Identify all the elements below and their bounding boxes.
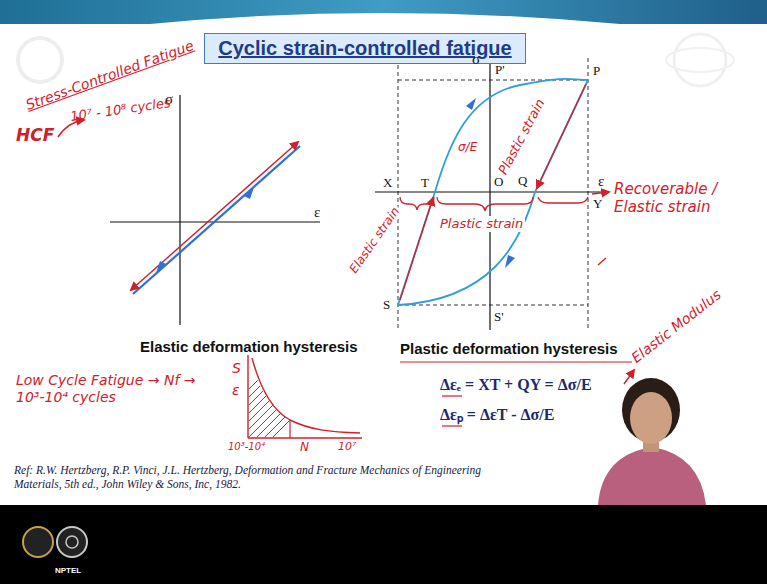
hysteresis-upper [398,79,588,305]
point-label: Q [518,173,527,189]
direction-arrow [505,255,515,268]
plastic-strain-bracket [437,197,533,211]
elastic-strain-bracket [400,197,434,210]
callout-arrow [592,192,609,194]
faint-gear [18,38,62,82]
elastic-line-annotation [131,142,298,290]
sn-limit [289,420,290,438]
handwritten-note: Low Cycle Fatigue → Nf → 10³-10⁴ cycles [16,372,221,406]
top-bar-curve [150,13,620,24]
callout-arrow [624,370,634,384]
underline [442,425,462,426]
axis-label: N [300,440,309,454]
reloading-line [400,198,433,300]
stress-axis [489,58,490,330]
axis-value: 10⁷ [338,440,356,453]
axis-label: σ [472,50,480,68]
nptel-logo [66,536,78,548]
reference: Ref: R.W. Hertzberg, R.P. Vinci, J.L. He… [14,464,494,492]
underline [400,361,632,362]
axis-label: ε [232,382,240,399]
faint-atom [674,34,726,86]
faint-atom-orbit [666,48,734,72]
axis-label: ε [598,172,604,190]
equation: Δεₚ = ΔεT - Δσ/E [440,405,554,424]
point-label: T [421,175,429,191]
figure-caption: Plastic deformation hysteresis [400,340,618,358]
axis-label: S [232,360,241,377]
point-label: S [383,297,390,313]
top-bar [0,0,767,24]
direction-arrow [244,187,254,199]
logo-text: NPTEL [55,566,81,576]
direction-arrow [466,98,476,110]
axis-label: σ [165,90,173,108]
nptel-logo [57,527,87,557]
sn-axis [247,355,248,438]
institute-logo [23,527,53,557]
point-label: Y [593,196,602,212]
equation: Δεₑ = XT + QY = Δσ/E [440,375,592,394]
bottom-band [0,505,767,584]
handwritten-note: Plastic strain [495,96,548,177]
elastic-strain-bracket [538,197,588,203]
presenter [598,378,706,505]
handwritten-note: 10⁷ - 10⁸ cycles [69,95,171,124]
stress-axis [179,95,180,325]
handwritten-note: Elastic Modulus [628,286,724,366]
point-label: P [593,63,600,79]
handwritten-note: Plastic strain [438,216,525,232]
figure-caption: Elastic deformation hysteresis [140,338,358,356]
point-label: P' [495,62,505,78]
axis-label: ε [314,203,320,221]
elastic-line [133,146,300,294]
sn-hatch [198,380,330,440]
point-label: X [383,175,392,191]
direction-arrow [156,261,166,273]
unloading-line [537,84,586,188]
point-label: O [494,174,503,190]
underline [442,395,462,396]
hysteresis-lower [398,80,588,305]
handwritten-note: Recoverable / Elastic strain [614,180,762,216]
strain-axis [375,191,602,192]
point-label: S' [494,309,504,325]
handwritten-note: σ/E [458,140,477,154]
tick-mark [598,258,606,265]
axis-value: 10³-10⁴ [228,441,265,453]
handwritten-note: HCF [16,125,54,145]
sn-curve [252,358,360,433]
sn-axis [248,437,362,438]
guide-lines [398,58,588,330]
handwritten-note: Elastic strain [345,203,403,278]
slide-title: Cyclic strain-controlled fatigue [218,37,511,60]
